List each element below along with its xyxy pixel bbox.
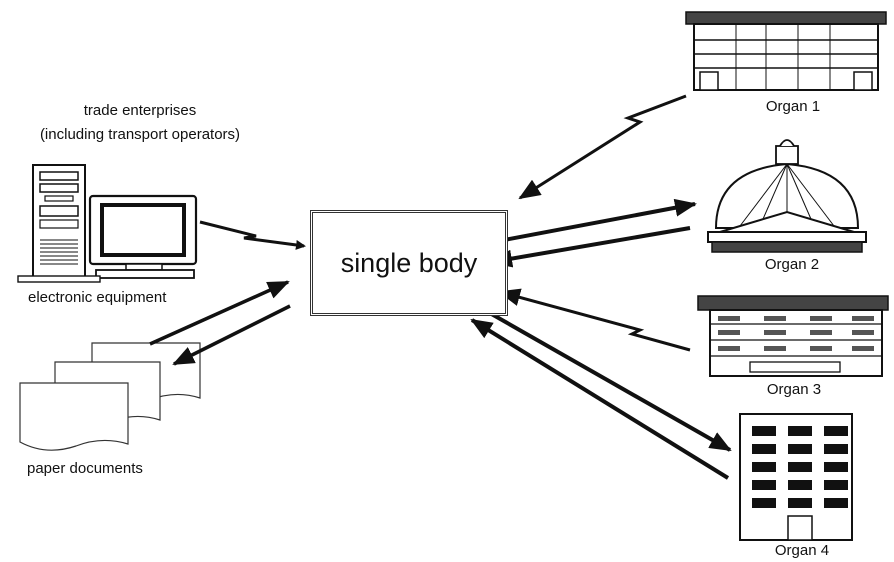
- organ1-link-arrow: [518, 94, 687, 200]
- organ4-to-body-arrow: [470, 318, 730, 480]
- single-body-box: single body: [310, 210, 508, 316]
- computer-link-arrow: [199, 220, 306, 250]
- organ1-building-icon: [685, 11, 887, 91]
- organ2-to-body-arrow: [490, 226, 691, 268]
- computer-icon: [17, 164, 198, 283]
- body-to-organ4-arrow: [487, 310, 732, 452]
- paper-documents-label: paper documents: [27, 460, 143, 477]
- trade-enterprises-title: trade enterprises (including transport o…: [20, 99, 260, 147]
- organ3-building-icon: [697, 295, 889, 377]
- organ3-label: Organ 3: [766, 381, 822, 398]
- paper-documents-icon: [19, 342, 201, 451]
- trade-title-line2: (including transport operators): [39, 126, 241, 143]
- organ4-building-icon: [739, 413, 853, 541]
- paper-to-body-arrow: [149, 280, 290, 346]
- trade-title-line1: trade enterprises: [83, 102, 197, 119]
- single-body-label: single body: [340, 247, 478, 278]
- organ2-building-icon: [707, 139, 867, 253]
- organ3-link-arrow: [498, 288, 691, 352]
- organ4-label: Organ 4: [774, 542, 830, 559]
- body-to-paper-arrow: [172, 304, 291, 366]
- organ1-label: Organ 1: [765, 98, 821, 115]
- organ2-label: Organ 2: [764, 256, 820, 273]
- body-to-organ2-arrow: [487, 198, 697, 245]
- electronic-equipment-label: electronic equipment: [28, 289, 167, 306]
